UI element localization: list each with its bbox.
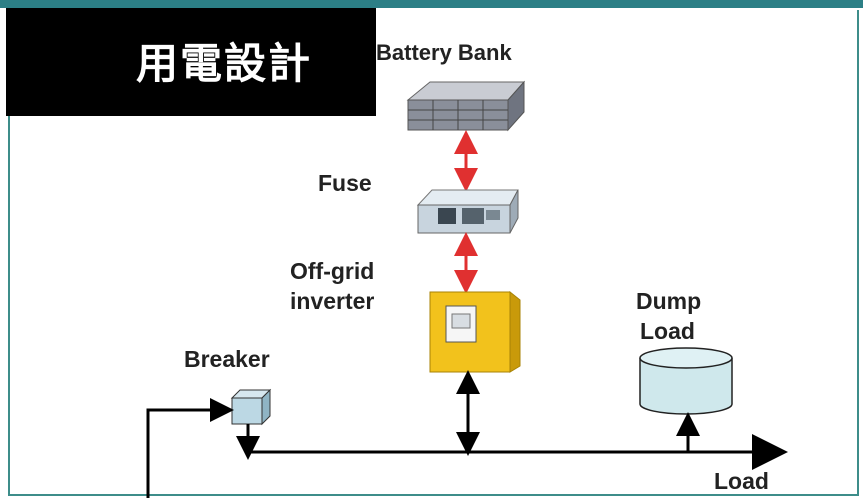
load-label: Load — [714, 468, 769, 494]
battery-bank-icon — [406, 80, 526, 132]
dump-load-label-line2: Load — [640, 318, 695, 344]
dump-load-icon — [639, 347, 733, 415]
page-title: 用電設計 — [136, 39, 313, 88]
top-accent-bar — [0, 0, 863, 8]
dump-load-label-line1: Dump — [636, 288, 702, 314]
battery-bank-label: Battery Bank — [376, 40, 512, 65]
title-banner: 用電設計 — [6, 8, 376, 116]
inverter-label-line2: inverter — [290, 288, 375, 314]
breaker-label: Breaker — [184, 346, 270, 372]
inverter-label-line1: Off-grid — [290, 258, 375, 284]
fuse-label: Fuse — [318, 170, 372, 196]
slide-frame — [8, 10, 859, 496]
off-grid-inverter-icon — [429, 290, 521, 373]
source-feed-line — [146, 398, 234, 498]
breaker-icon — [230, 388, 272, 426]
fuse-box-icon — [416, 189, 519, 234]
